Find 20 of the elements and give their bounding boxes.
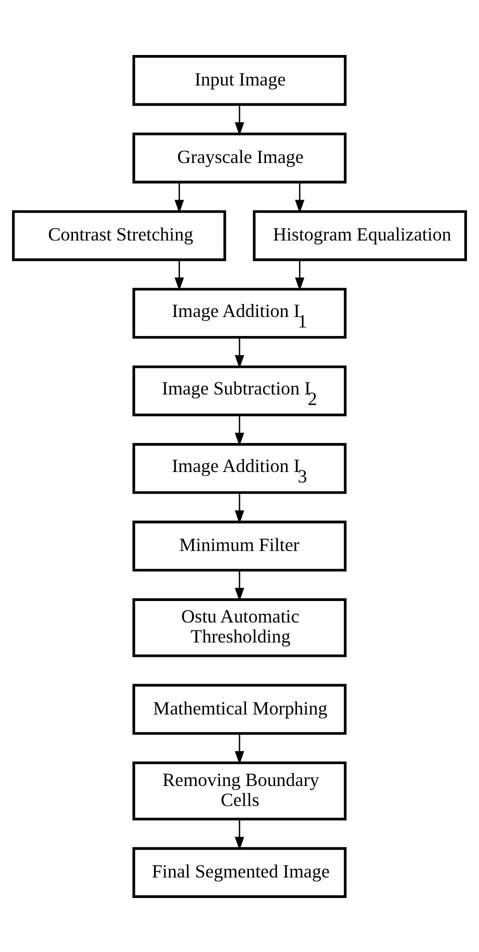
node-box: Ostu Automatic Thresholding	[132, 598, 347, 657]
node-box: Final Segmented Image	[132, 846, 347, 898]
arrow	[234, 104, 244, 136]
arrow	[234, 492, 244, 524]
arrow	[234, 570, 244, 601]
node-box: Grayscale Image	[132, 132, 347, 183]
arrow	[234, 414, 244, 446]
arrow	[174, 259, 184, 290]
arrow	[234, 818, 244, 850]
node-box: Mathemtical Morphing	[132, 683, 347, 734]
node-box: Minimum Filter	[132, 520, 347, 571]
node-box: Removing Boundary Cells	[132, 761, 347, 820]
arrow	[234, 733, 244, 764]
arrow	[295, 259, 304, 290]
node-box: Contrast Stretching	[12, 210, 226, 261]
node-box: Histogram Equalization	[252, 210, 467, 261]
arrow	[174, 182, 184, 213]
arrow	[295, 182, 304, 213]
node-box: Input Image	[132, 54, 347, 106]
arrow	[234, 336, 244, 368]
